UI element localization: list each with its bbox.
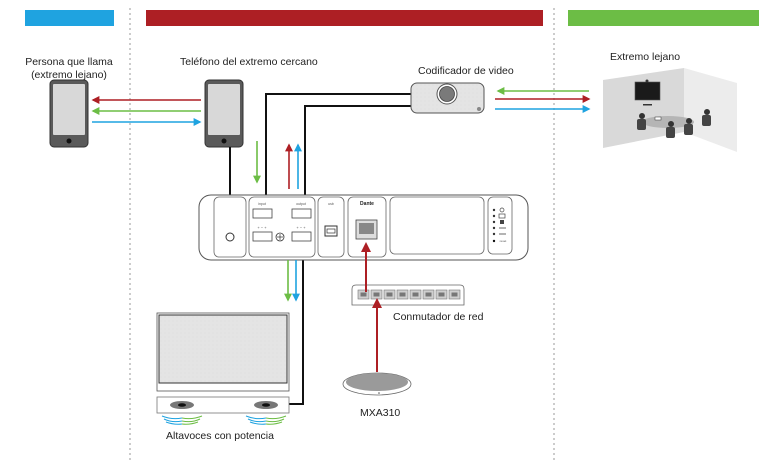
device-output-label: output <box>296 202 306 206</box>
zone-bar-far-end-caller <box>25 10 114 26</box>
switch-port-jack <box>386 292 393 297</box>
mxa310-microphone-icon <box>342 372 412 396</box>
far-end-label: Extremo lejano <box>610 51 681 63</box>
switch-port-jack <box>451 292 458 297</box>
conference-room-icon <box>603 68 737 152</box>
switch-port-jack <box>360 292 367 297</box>
video-codec-icon <box>410 82 485 114</box>
switch-port-jack <box>399 292 406 297</box>
network-switch-label: Conmutador de red <box>393 311 484 323</box>
power-icon <box>499 207 505 213</box>
device-input-label: input <box>258 202 266 206</box>
network-switch-icon <box>351 284 465 306</box>
audio-icon <box>500 220 504 224</box>
microphone-label: MXA310 <box>360 407 401 419</box>
network-icon <box>498 213 506 219</box>
speakers-label: Altavoces con potencia <box>166 430 274 442</box>
sound-wave-icon <box>161 415 287 425</box>
switch-port-jack <box>438 292 445 297</box>
caller-label-line1: Persona que llama <box>25 56 113 68</box>
caller-label-line2: (extremo lejano) <box>31 69 107 81</box>
switch-port-jack <box>425 292 432 297</box>
audio-device-icon <box>198 194 529 261</box>
near-end-phone-icon <box>204 79 244 148</box>
caller-label: Persona que llama (extremo lejano) <box>10 56 128 82</box>
near-phone-label: Teléfono del extremo cercano <box>180 56 318 68</box>
cable-codec-to-input <box>265 93 411 206</box>
device-reset-label: reset <box>500 239 507 243</box>
powered-speakers-icon <box>156 396 290 414</box>
cable-codec-to-output <box>304 105 411 206</box>
status-led-icons <box>498 207 506 235</box>
display-monitor-icon <box>156 312 290 392</box>
zone-bar-far-end <box>568 10 759 26</box>
device-usb-label: usb <box>328 202 334 206</box>
dante-logo: Dante <box>360 201 374 207</box>
zone-bar-near-end <box>146 10 543 26</box>
caller-phone-icon <box>49 79 89 148</box>
switch-port-jack <box>373 292 380 297</box>
switch-port-jack <box>412 292 419 297</box>
device-input-pins-label: + − + <box>257 225 267 230</box>
device-output-pins-label: + − + <box>296 225 306 230</box>
video-codec-label: Codificador de video <box>418 65 514 77</box>
